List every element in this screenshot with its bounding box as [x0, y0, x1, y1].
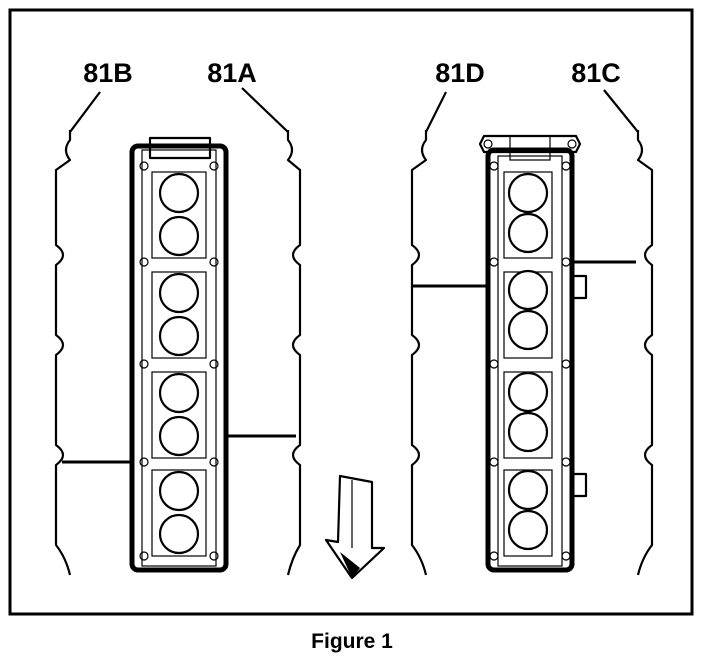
cylinder-bore — [158, 172, 200, 214]
cylinder-bore — [158, 215, 200, 257]
cylinder-bore — [507, 469, 549, 511]
cylinder-bore — [507, 172, 549, 214]
leader-81A — [241, 87, 289, 133]
gasket-81B-outline — [54, 130, 72, 576]
cylinder-bore — [158, 470, 200, 512]
cylinder-bore — [507, 212, 549, 254]
left-head-top-tab — [148, 136, 212, 160]
callout-81B: 81B — [83, 58, 133, 88]
cylinder-bore — [507, 509, 549, 551]
right-head-block — [485, 147, 575, 573]
right-head-top-flange — [478, 134, 582, 154]
gasket-81C-outline — [636, 130, 654, 576]
cylinder-bore — [158, 415, 200, 457]
left-head-assembly — [54, 87, 302, 576]
cylinder-bore — [158, 513, 200, 555]
right-head-assembly — [410, 89, 654, 576]
callout-81D: 81D — [435, 58, 485, 88]
cylinder-bore — [507, 411, 549, 453]
gasket-81A-outline — [286, 130, 302, 576]
cylinder-bore — [507, 309, 549, 351]
cylinder-bore — [158, 272, 200, 314]
figure-frame — [8, 8, 694, 616]
cylinder-bore — [158, 315, 200, 357]
leader-81B — [69, 91, 101, 133]
leader-81C — [603, 89, 639, 133]
leader-81D — [425, 91, 447, 133]
callout-81A: 81A — [207, 58, 257, 88]
front-direction-arrow — [324, 474, 386, 580]
callout-81C: 81C — [571, 58, 621, 88]
left-head-block — [129, 143, 229, 573]
cylinder-bore — [507, 269, 549, 311]
figure-caption: Figure 1 — [311, 630, 393, 653]
cylinder-bore — [507, 371, 549, 413]
gasket-81D-outline — [410, 130, 428, 576]
cylinder-bore — [158, 372, 200, 414]
